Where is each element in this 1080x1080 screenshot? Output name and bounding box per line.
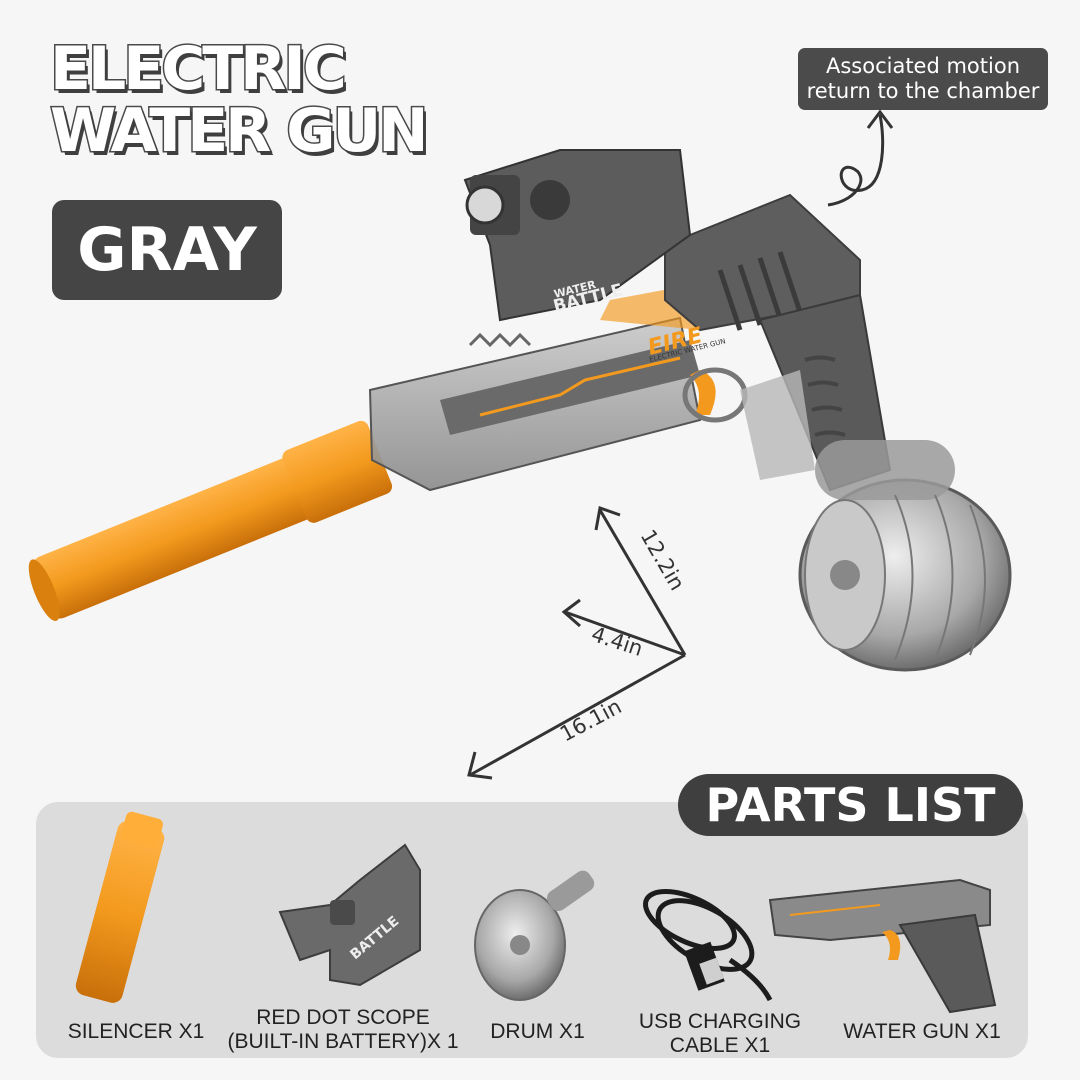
part-label-scope-line1: RED DOT SCOPE — [256, 1006, 430, 1029]
part-drum-icon — [474, 870, 595, 1001]
color-badge: GRAY — [52, 200, 282, 300]
callout-box: Associated motion return to the chamber — [798, 48, 1048, 110]
part-label-drum: DRUM X1 — [480, 1020, 595, 1044]
part-scope-icon: BATTLE — [278, 843, 421, 987]
part-label-scope: RED DOT SCOPE (BUILT-IN BATTERY)X 1 — [218, 1006, 468, 1054]
parts-list-title: PARTS LIST — [678, 774, 1023, 836]
product-title-line1: ELECTRIC — [48, 34, 348, 104]
part-usb-cable-icon — [643, 889, 773, 1002]
part-label-usb-line2: CABLE X1 — [669, 1034, 771, 1057]
callout-line1: Associated motion — [825, 54, 1021, 78]
product-title: ELECTRIC WATER GUN — [48, 34, 429, 166]
product-title-line2: WATER GUN — [48, 96, 429, 166]
part-label-usb-line1: USB CHARGING — [638, 1010, 802, 1033]
part-label-usb: USB CHARGING CABLE X1 — [630, 1010, 810, 1058]
part-label-water-gun-text: WATER GUN X1 — [843, 1020, 1001, 1043]
callout-line2: return to the chamber — [806, 79, 1040, 103]
drum-magazine-icon — [798, 440, 1012, 672]
part-water-gun-icon — [768, 878, 997, 1014]
silencer-icon — [28, 420, 393, 622]
part-label-scope-line2: (BUILT-IN BATTERY)X 1 — [227, 1030, 459, 1053]
dimension-arrows — [467, 506, 687, 780]
part-label-water-gun: WATER GUN X1 — [832, 1020, 1012, 1044]
red-dot-scope-icon: WATER BATTLE — [463, 149, 692, 322]
callout-arrowhead-icon — [866, 109, 894, 129]
part-label-drum-text: DRUM X1 — [490, 1020, 585, 1043]
part-label-silencer: SILENCER X1 — [66, 1020, 206, 1044]
part-silencer-icon — [75, 811, 165, 1003]
part-label-silencer-text: SILENCER X1 — [67, 1020, 205, 1043]
callout-arrow-icon — [827, 114, 885, 207]
